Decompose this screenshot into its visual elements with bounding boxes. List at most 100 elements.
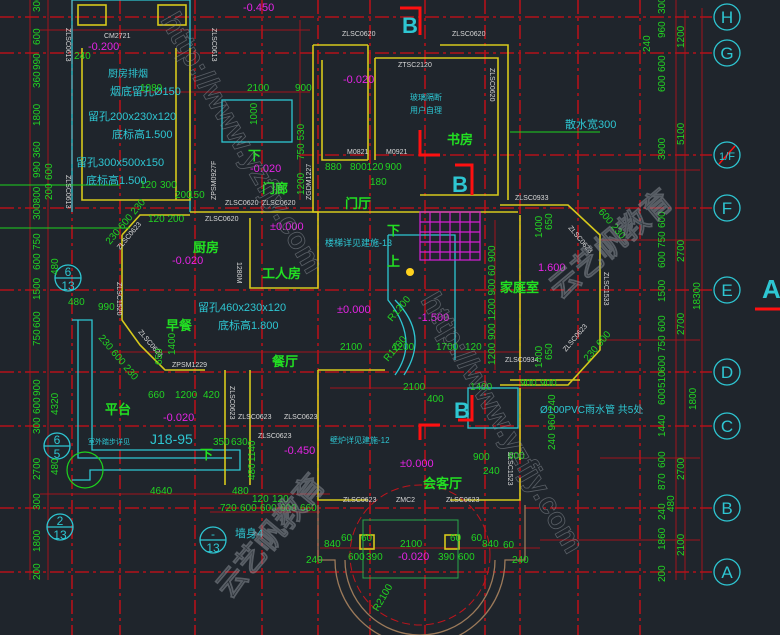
dimension: 60	[341, 533, 353, 544]
note: 烟底留孔Ø150	[110, 84, 181, 98]
dimension: 200	[32, 563, 43, 580]
dimension: 990	[32, 53, 43, 70]
dimension: 750 530	[296, 123, 307, 160]
room-label-foyer: 门厅	[345, 196, 371, 211]
detail-references: 613 65 213 -13	[43, 264, 227, 555]
axis-label: E	[721, 281, 732, 300]
room-label-study: 书房	[447, 132, 473, 147]
dimension: 300	[32, 0, 43, 12]
watermark-brand: 云艺帆教育	[209, 468, 331, 605]
dimension: 1500	[657, 279, 668, 302]
elevation: -0.020	[172, 255, 203, 267]
dimension: 480	[50, 258, 61, 275]
dimension: 1080	[140, 83, 163, 94]
dimension: 2100	[676, 533, 687, 556]
dimension: 60	[361, 533, 373, 544]
dimension: 660	[300, 503, 317, 514]
dimension: 660	[148, 390, 165, 401]
axis-label: H	[721, 8, 733, 27]
tag: ZLSC0623	[562, 323, 589, 353]
note: 留孔460x230x120	[198, 301, 286, 314]
elevation: ±0.000	[400, 458, 434, 470]
detail-ref: -13	[199, 526, 227, 555]
dimension: 600	[260, 503, 277, 514]
dimension: 600	[32, 311, 43, 328]
tag: ZPSM0927F	[211, 161, 218, 200]
dimension: 1800	[688, 387, 699, 410]
note: 底标高1.800	[218, 318, 279, 332]
room-label-family-room: 家庭室	[500, 280, 539, 295]
dimension: 18300	[692, 282, 703, 310]
dimension: 900	[540, 378, 557, 389]
dimension: 420	[203, 390, 220, 401]
note: 玻璃隔断	[410, 92, 442, 102]
dimension: 1400	[470, 382, 493, 393]
dimension: 900	[32, 379, 43, 396]
dimension: 600	[32, 253, 43, 270]
dimension: 630	[231, 437, 248, 448]
stair-up-label: 上	[387, 254, 400, 269]
note: 散水宽300	[565, 117, 616, 131]
note: 留孔200x230x120	[88, 110, 176, 123]
room-label-breakfast: 早餐	[166, 318, 193, 333]
dimension: 880	[325, 162, 342, 173]
dimension: 800120	[350, 162, 384, 173]
tag: M0921	[386, 149, 408, 156]
dimension: 1500	[32, 277, 43, 300]
tag: ZLSC0623	[284, 414, 318, 421]
dimension-lines	[29, 0, 703, 580]
elevation: -0.020	[250, 163, 281, 175]
stair-down-label: 下	[387, 223, 400, 238]
note: 底标高1.500	[112, 127, 173, 141]
tag: ZLSC0623	[446, 497, 480, 504]
tag: ZMC2	[396, 497, 415, 504]
note: 楼梯详见建施-13	[325, 237, 392, 248]
tag: ZLSC0620	[262, 200, 296, 207]
dimension: 600	[32, 397, 43, 414]
dimension: 4320	[50, 392, 61, 415]
tag: ZLSC0620	[452, 31, 486, 38]
axis-bubble-A: A	[713, 558, 741, 586]
tag: ZLSC0620	[205, 216, 239, 223]
dimension: 2700	[676, 239, 687, 262]
dimension: 1200	[392, 342, 415, 353]
dimension: 840	[324, 539, 341, 550]
axis-label: B	[721, 499, 732, 518]
dimension: 1400	[534, 345, 545, 368]
dimension: 600	[508, 451, 525, 462]
dimension: 300	[657, 0, 668, 14]
dimension: 200	[44, 183, 55, 200]
tag: ZLSC0623	[238, 414, 272, 421]
dimension: 2100	[247, 83, 270, 94]
dimension: 2700	[676, 457, 687, 480]
tag: ZLSC1520	[115, 282, 122, 316]
dimension: 200	[657, 565, 668, 582]
axis-bubble-F: F	[713, 194, 741, 222]
dimension: 4640	[150, 486, 173, 497]
dimension: 1400	[167, 332, 178, 355]
dimension: 240	[642, 35, 653, 52]
dimension: 390	[438, 552, 455, 563]
elevation: -0.020	[398, 551, 429, 563]
axis-label: G	[720, 44, 733, 63]
tag: 1280M	[235, 262, 242, 284]
room-label-servant-room: 工人房	[262, 266, 301, 281]
dimension: 3900	[657, 137, 668, 160]
dimensions-right: 300 960 240 600 600 3900 600 750 600 150…	[642, 0, 703, 582]
dimension: 600	[44, 163, 55, 180]
axis-label: D	[721, 363, 733, 382]
dimension: 600	[240, 503, 257, 514]
dimension: 2700	[676, 312, 687, 335]
terrace-outline	[66, 0, 519, 489]
section-label-b: B	[454, 398, 470, 423]
note: 壁炉详见建施-12	[330, 435, 390, 445]
section-letters: B B B A	[402, 13, 780, 423]
dimension: 60	[503, 540, 515, 551]
axis-bubble-E: E	[713, 276, 741, 304]
dimension: 120	[272, 494, 289, 505]
tag: ZTSC2120	[398, 62, 432, 69]
stair-down-label: 下	[248, 148, 261, 163]
dimension: 600	[657, 388, 668, 405]
dimension: 600	[32, 28, 43, 45]
